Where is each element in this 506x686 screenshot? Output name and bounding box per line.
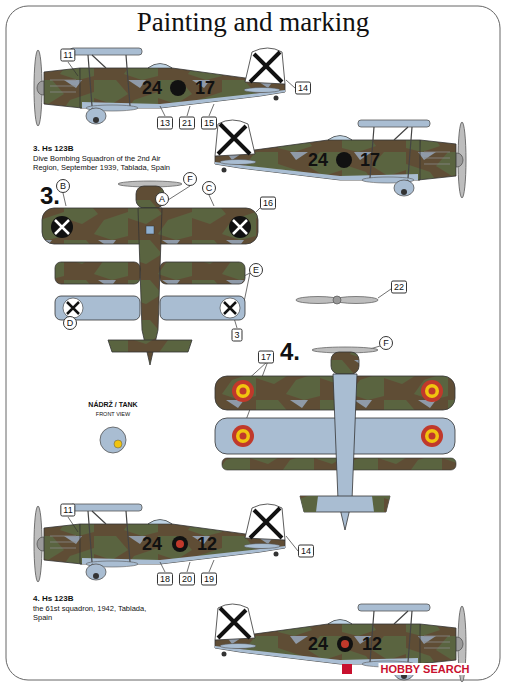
callout-number: 11 [60,49,75,62]
scheme-description: the 61st squadron, 1942, Tablada, Spain [33,604,153,622]
callout-letter: F [183,172,197,186]
callout-letter: F [379,336,393,350]
sheet-title: Painting and marking [137,7,369,38]
fuselage-code: 24 [308,634,328,655]
fuselage-code: 24 [142,534,162,555]
callout-number: 18 [157,573,173,586]
callout-number: 22 [391,281,407,294]
fuselage-code: 12 [197,534,217,555]
callout-letter: B [56,179,70,193]
scheme-heading: 4. Hs 123B [33,594,73,603]
fuselage-code: 17 [195,78,215,99]
callout-number: 20 [179,573,195,586]
callout-letter: D [63,316,77,330]
callout-number: 14 [295,82,311,95]
fuselage-code: 24 [142,78,162,99]
scheme-heading: 3. Hs 123B [33,144,73,153]
callout-number: 14 [298,545,314,558]
callout-number: 17 [258,351,274,364]
fuselage-code: 17 [360,150,380,171]
callout-letter: C [202,181,216,195]
fuselage-code: 12 [362,634,382,655]
watermark: HOBBY SEARCH [378,663,471,675]
callout-letter: A [155,192,169,206]
scheme-description: Dive Bombing Squadron of the 2nd Air Reg… [33,154,173,172]
callout-letter: E [249,263,263,277]
callout-number: 11 [60,504,75,517]
callout-number: 19 [201,573,217,586]
callout-number: 3 [231,329,242,342]
callout-number: 21 [179,117,195,130]
scheme-number: 4. [280,338,300,366]
callout-number: 16 [260,197,276,210]
callout-number: 13 [157,117,173,130]
fuselage-code: 24 [308,150,328,171]
tank-heading: NÁDRŽ / TANK [88,401,137,408]
callout-number: 15 [201,117,217,130]
tank-subheading: FRONT VIEW [96,411,130,417]
